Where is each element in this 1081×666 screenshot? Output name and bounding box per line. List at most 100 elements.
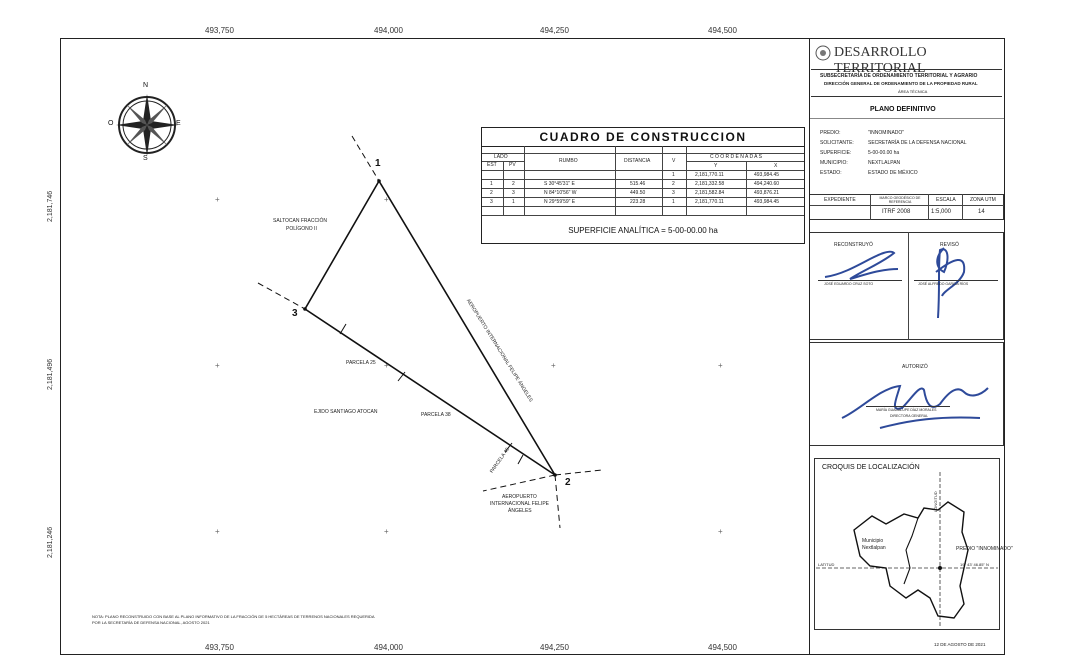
croquis-mun2: Nextlalpan [862,545,886,551]
map-label-parcela38: PARCELA 38 [421,412,451,418]
cell-v: 3 [672,190,675,196]
croquis-latitud: LATITUD [818,562,835,567]
map-label-aero3: ÁNGELES [508,508,532,514]
th-v: V [672,158,676,164]
info-key: ESTADO: [820,170,842,176]
cell-y: 2,181,770.11 [695,199,724,205]
vertex-marker [303,307,307,311]
map-label-aero2: INTERNACIONAL FELIPE [490,501,549,507]
signature-reconstruyo [824,250,899,280]
cell-dist: 515.46 [630,181,646,187]
meta-h-marco: MARCO GEODÉSICO DE REFERENCIA [879,196,921,204]
location-sketch-map [816,472,998,628]
meta-v-escala: 1:5,000 [931,209,952,215]
reviso-label: REVISÓ [940,242,959,248]
cell-dist: 449.50 [630,190,646,196]
x-tick-top: 494,500 [708,26,737,35]
compass-e: E [176,120,181,127]
th-rumbo: RUMBO [559,158,578,164]
x-tick-bottom: 494,500 [708,643,737,652]
croquis-predio: PREDIO "INNOMINADO" [956,546,1013,552]
boundary-ext [554,474,561,529]
government-seal-icon [815,45,831,61]
x-tick-top: 493,750 [205,26,234,35]
map-label-poligono: POLÍGONO II [286,226,317,232]
construction-table: CUADRO DE CONSTRUCCION LADO EST PV RUMBO… [481,127,805,244]
vertex-label-3: 3 [292,308,298,319]
cell-x: 494,240.60 [754,181,780,187]
parcel-divider [397,371,406,382]
th-pv: PV [509,162,516,168]
croquis-title: CROQUIS DE LOCALIZACIÓN [822,464,920,471]
autorizo-label: AUTORIZÓ [902,364,928,370]
title-block: DESARROLLO TERRITORIAL SUBSECRETARÍA DE … [809,38,1013,655]
vertex-label-2: 2 [565,477,571,488]
x-tick-top: 494,000 [374,26,403,35]
x-tick-bottom: 494,000 [374,643,403,652]
boundary-ext [257,282,306,310]
cell-est: 1 [490,181,493,187]
info-key: SUPERFICIE: [820,150,852,156]
info-value: ESTADO DE MÉXICO [868,170,918,176]
reconstruyo-name: JOSÉ EDUARDO CRUZ SOTO [824,282,874,286]
th-x: X [774,163,778,169]
plano-definitivo: PLANO DEFINITIVO [870,106,936,113]
sub-title-2: DIRECCIÓN GENERAL DE ORDENAMIENTO DE LA … [824,81,978,86]
superficie-analitica: SUPERFICIE ANALÍTICA = 5-00-00.00 ha [568,226,718,235]
cell-x: 493,984.45 [754,199,780,205]
parcel-divider [517,454,524,465]
info-value: NEXTLALPAN [868,160,901,166]
cell-dist: 223.28 [630,199,646,205]
croquis-longitud: LONGITUD [933,491,938,512]
signature-autorizo [841,384,989,429]
cell-y: 2,181,332.58 [695,181,725,187]
parcel-divider [339,323,347,335]
croquis-lat-value: 19° 43' 46.85" N [960,562,989,567]
cell-v: 2 [672,181,675,187]
cell-y: 2,181,582.84 [695,190,725,196]
x-tick-bottom: 494,250 [540,643,569,652]
map-label-aero1: AEROPUERTO [502,494,537,500]
x-tick-bottom: 493,750 [205,643,234,652]
compass-o: O [108,120,114,127]
info-value: 5-00-00.00 ha [868,150,900,156]
boundary-ext [554,469,603,476]
compass-s: S [143,155,148,162]
nota: NOTA: PLANO RECONSTRUIDO CON BASE AL PLA… [92,614,375,625]
parcel-divider [504,442,513,453]
cell-rumbo: N 84°10'56" W [544,190,577,196]
meta-h-expediente: EXPEDIENTE [824,197,856,203]
info-key: MUNICIPIO: [820,160,848,166]
info-key: SOLICITANTE: [820,140,854,146]
compass-n: N [143,82,149,89]
parcel-polygon [303,180,556,476]
cell-est: 2 [490,190,493,196]
map-label-saltocan: SALTOCAN FRACCIÓN [273,218,327,224]
compass-rose-icon [116,94,178,156]
meta-h-escala: ESCALA [936,197,956,203]
cell-x: 493,984.45 [754,172,780,178]
meta-v-marco: ITRF 2008 [882,209,911,215]
map-label-ejido: EJIDO SANTIAGO ATOCAN [314,409,378,415]
th-coordenadas: C O O R D E N A D A S [710,154,762,160]
fecha: 12 DE AGOSTO DE 2021 [934,642,986,647]
th-est: EST [487,162,497,168]
meta-h-zona: ZONA UTM [970,197,996,203]
vertex-label-1: 1 [375,158,381,169]
sub-title-1: SUBSECRETARÍA DE ORDENAMIENTO TERRITORIA… [820,73,978,79]
drawing-frame [60,38,1005,655]
vertex-marker [377,179,381,183]
sub-title-3: ÁREA TÉCNICA [898,89,928,94]
cell-v: 1 [672,199,675,205]
croquis-mun1: Municipio [862,538,884,544]
info-key: PREDIO: [820,130,841,136]
cell-y: 2,181,770.11 [695,172,724,178]
cell-est: 3 [490,199,493,205]
signature-reviso [935,247,966,319]
th-lado: LADO [494,154,508,160]
info-value: SECRETARÍA DE LA DEFENSA NACIONAL [868,140,967,146]
meta-v-zona: 14 [978,209,985,215]
info-value: "INNOMINADO" [868,130,905,136]
vertex-marker [553,473,557,477]
